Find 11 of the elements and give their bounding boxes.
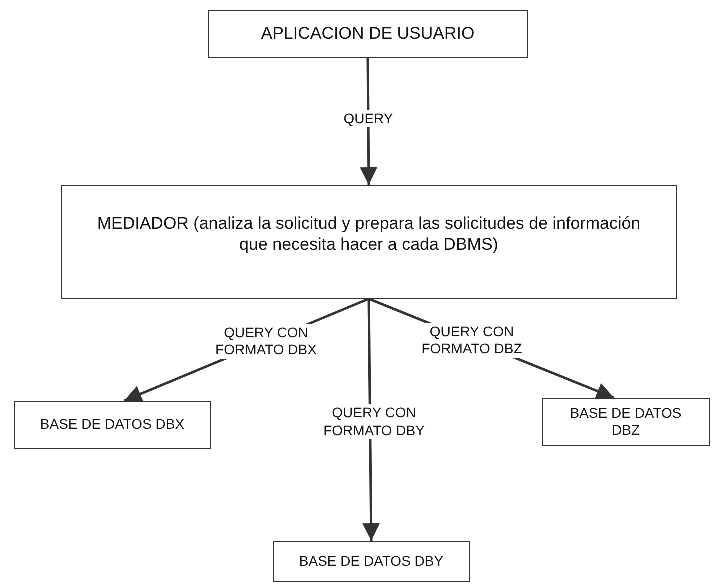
- box-text: BASE DE DATOS DBZ: [569, 404, 683, 440]
- process-box: [14, 401, 211, 449]
- box-text: BASE DE DATOS DBY: [299, 552, 444, 570]
- box-text: APLICACION DE USUARIO: [261, 23, 475, 45]
- process-box: [61, 185, 677, 299]
- box-text: BASE DE DATOS DBX: [40, 416, 185, 434]
- process-box: [208, 10, 528, 58]
- process-box: [273, 541, 470, 582]
- process-box: [542, 398, 710, 446]
- arrow: [360, 58, 378, 185]
- box-text: MEDIADOR (analiza la solicitud y prepara las solicitudes de información que necesita hacer a cada DBMS): [96, 212, 642, 256]
